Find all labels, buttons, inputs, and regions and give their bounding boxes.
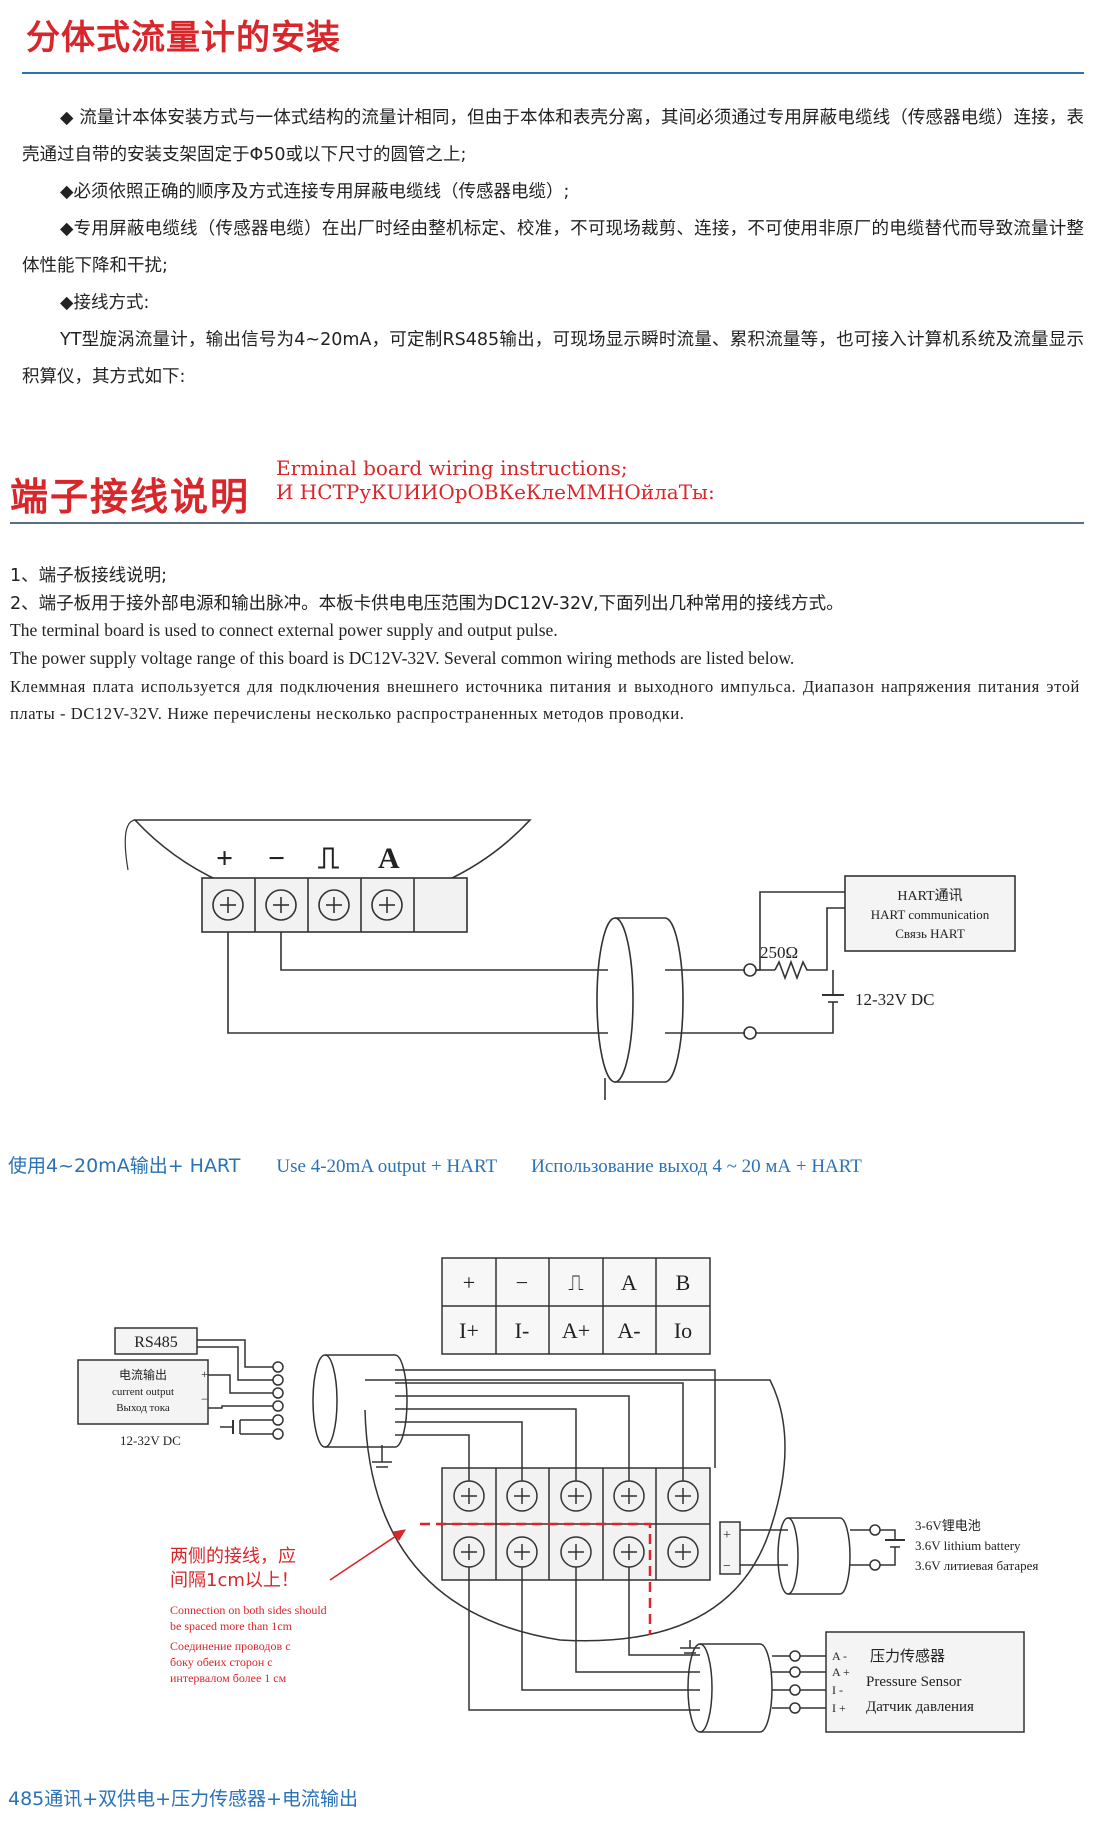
terminal-symbol-pulse: ⎍ <box>318 842 339 875</box>
rs485-label: RS485 <box>134 1334 178 1351</box>
table-cell: A <box>621 1270 637 1295</box>
paragraph: ◆ 流量计本体安装方式与一体式结构的流量计相同，但由于本体和表壳分离，其间必须通… <box>22 108 1084 165</box>
paragraph: ◆接线方式: <box>60 293 150 313</box>
text-line-en: The power supply voltage range of this b… <box>10 648 795 668</box>
subtitle-en: Erminal board wiring instructions; <box>276 456 628 480</box>
screw-terminal <box>212 889 244 921</box>
sensor-pin: I + <box>832 1701 846 1715</box>
diagram1-caption: 使用4~20mA输出+ HART Use 4-20mA output + HAR… <box>8 1151 862 1178</box>
current-box-ru: Выход тока <box>116 1402 170 1414</box>
sensor-pin: A + <box>832 1665 850 1679</box>
paragraph: YT型旋涡流量计，输出信号为4~20mA，可定制RS485输出，可现场显示瞬时流… <box>22 330 1084 387</box>
paragraph: ◆必须依照正确的顺序及方式连接专用屏蔽电缆线（传感器电缆）; <box>60 182 570 202</box>
current-plus: + <box>201 1367 208 1381</box>
screw-terminal <box>318 889 350 921</box>
table-cell: Io <box>674 1318 692 1343</box>
note-en-line2: be spaced more than 1cm <box>170 1619 293 1633</box>
sensor-pin: A - <box>832 1649 847 1663</box>
caption-cn: 使用4~20mA输出+ HART <box>8 1155 241 1177</box>
paragraph: ◆专用屏蔽电缆线（传感器电缆）在出厂时经由整机标定、校准，不可现场裁剪、连接，不… <box>22 219 1084 276</box>
power-label: 12-32V DC <box>120 1433 181 1448</box>
hart-box-en: HART communication <box>871 907 990 922</box>
battery-en: 3.6V lithium battery <box>915 1538 1021 1553</box>
list-item: 2、端子板用于接外部电源和输出脉冲。本板卡供电电压范围为DC12V-32V,下面… <box>10 594 844 614</box>
caption-ru: Использование выход 4 ~ 20 мА + HART <box>531 1156 862 1177</box>
current-minus: − <box>201 1392 208 1406</box>
list-item: 1、端子板接线说明; <box>10 566 168 586</box>
table-cell: I+ <box>459 1318 479 1343</box>
section-subtitle: Erminal board wiring instructions; И НСТ… <box>276 456 715 504</box>
note-cn-line2: 间隔1cm以上！ <box>170 1570 299 1591</box>
battery-ru: 3.6V литиевая батарея <box>915 1558 1038 1573</box>
resistor-label: 250Ω <box>760 943 798 962</box>
intro-text: ◆ 流量计本体安装方式与一体式结构的流量计相同，但由于本体和表壳分离，其间必须通… <box>22 100 1084 396</box>
sensor-ru: Датчик давления <box>866 1699 974 1715</box>
table-cell: A+ <box>562 1318 590 1343</box>
section-title: 端子接线说明 <box>10 475 251 519</box>
terminal-symbol-a: A <box>378 842 400 875</box>
terminal-symbol-minus: − <box>268 842 285 875</box>
hart-box-ru: Связь HART <box>895 926 965 941</box>
note-cn-line1: 两侧的接线，应 <box>170 1546 296 1567</box>
table-cell: B <box>676 1270 691 1295</box>
sensor-pin: I - <box>832 1683 843 1697</box>
wiring-diagram-485: + − ⎍ A B I+ I- A+ A- Io RS485 电流输出 curr… <box>77 1257 1038 1733</box>
power-label: 12-32V DC <box>855 990 935 1009</box>
current-box-cn: 电流输出 <box>119 1367 167 1382</box>
separation-line <box>420 1522 652 1635</box>
battery-plus: + <box>723 1528 731 1543</box>
note-ru-line2: боку обеих сторон с <box>170 1655 273 1669</box>
table-cell: I- <box>515 1318 530 1343</box>
screw-terminal <box>371 889 403 921</box>
screw-terminal <box>265 889 297 921</box>
hart-box-title: HART通讯 <box>897 888 962 904</box>
sensor-cn: 压力传感器 <box>870 1648 945 1665</box>
diagram2-caption: 485通讯+双供电+压力传感器+电流输出 <box>8 1788 359 1810</box>
sensor-en: Pressure Sensor <box>866 1674 961 1690</box>
subtitle-ru: И НСТРуКUИИОрОВКеКлеММНОйлаТы: <box>276 480 715 504</box>
battery-minus: − <box>723 1559 731 1574</box>
current-box-en: current output <box>112 1386 174 1398</box>
wiring-diagram-hart: + − ⎍ A 250Ω 12-32V DC HART通讯 HART commu… <box>124 819 1016 1100</box>
text-line-en: The terminal board is used to connect ex… <box>10 620 558 640</box>
caption-en: Use 4-20mA output + HART <box>276 1156 498 1177</box>
table-cell: − <box>516 1270 528 1295</box>
terminal-symbol-plus: + <box>216 842 233 875</box>
title-divider <box>22 72 1084 74</box>
note-ru-line1: Соединение проводов с <box>170 1639 291 1653</box>
table-cell: A- <box>617 1318 640 1343</box>
note-ru-line3: интервалом более 1 см <box>170 1671 287 1685</box>
battery-cn: 3-6V锂电池 <box>915 1518 981 1533</box>
text-paragraph-ru: Клеммная плата используется для подключе… <box>10 677 1080 723</box>
page-title: 分体式流量计的安装 <box>26 18 341 58</box>
section-divider <box>10 522 1084 524</box>
note-en-line1: Connection on both sides should <box>170 1603 327 1617</box>
table-cell: ⎍ <box>568 1270 583 1295</box>
table-cell: + <box>463 1270 475 1295</box>
